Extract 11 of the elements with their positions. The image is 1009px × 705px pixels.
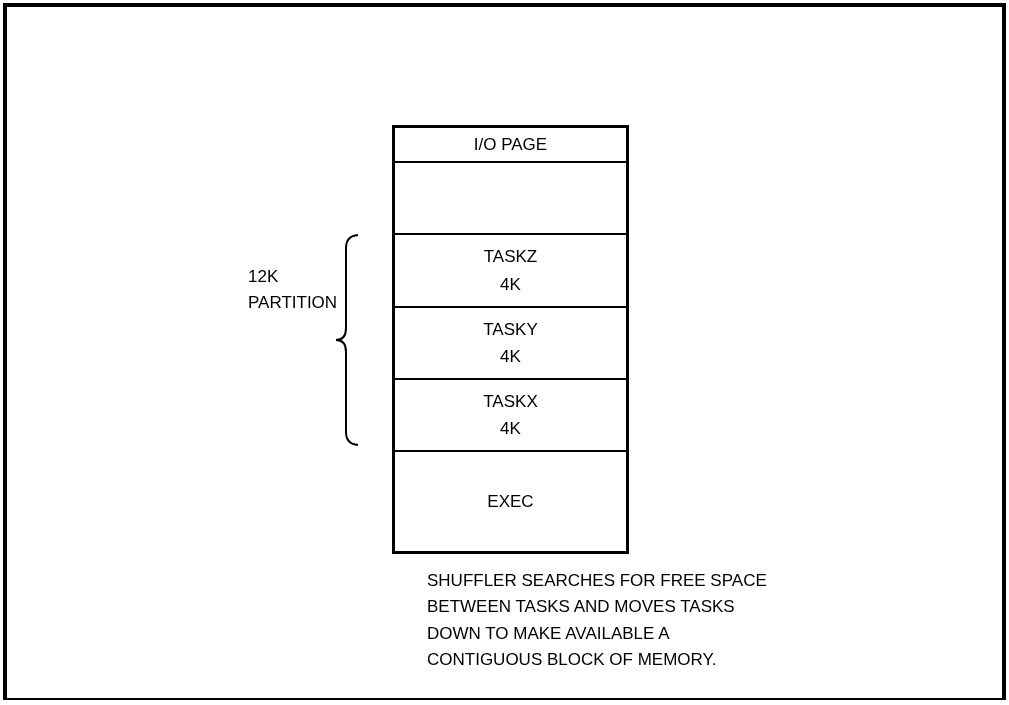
block-label: TASKY bbox=[483, 318, 538, 340]
block-label: TASKX bbox=[483, 390, 538, 412]
block-label: 4K bbox=[500, 418, 521, 440]
partition-label: 12K PARTITION bbox=[248, 266, 338, 315]
caption: SHUFFLER SEARCHES FOR FREE SPACE BETWEEN TASKS AND MOVES TASKS DOWN TO MAKE AVAILABLE A CONTIGUOUS BLOCK OF MEMORY. bbox=[427, 570, 768, 672]
block-label: 4K bbox=[500, 273, 521, 295]
block-label: I/O PAGE bbox=[473, 133, 548, 156]
block-label: EXEC bbox=[487, 490, 534, 513]
block-label: 4K bbox=[500, 346, 521, 368]
memory-stack bbox=[392, 125, 629, 554]
block-label: TASKZ bbox=[483, 246, 538, 268]
